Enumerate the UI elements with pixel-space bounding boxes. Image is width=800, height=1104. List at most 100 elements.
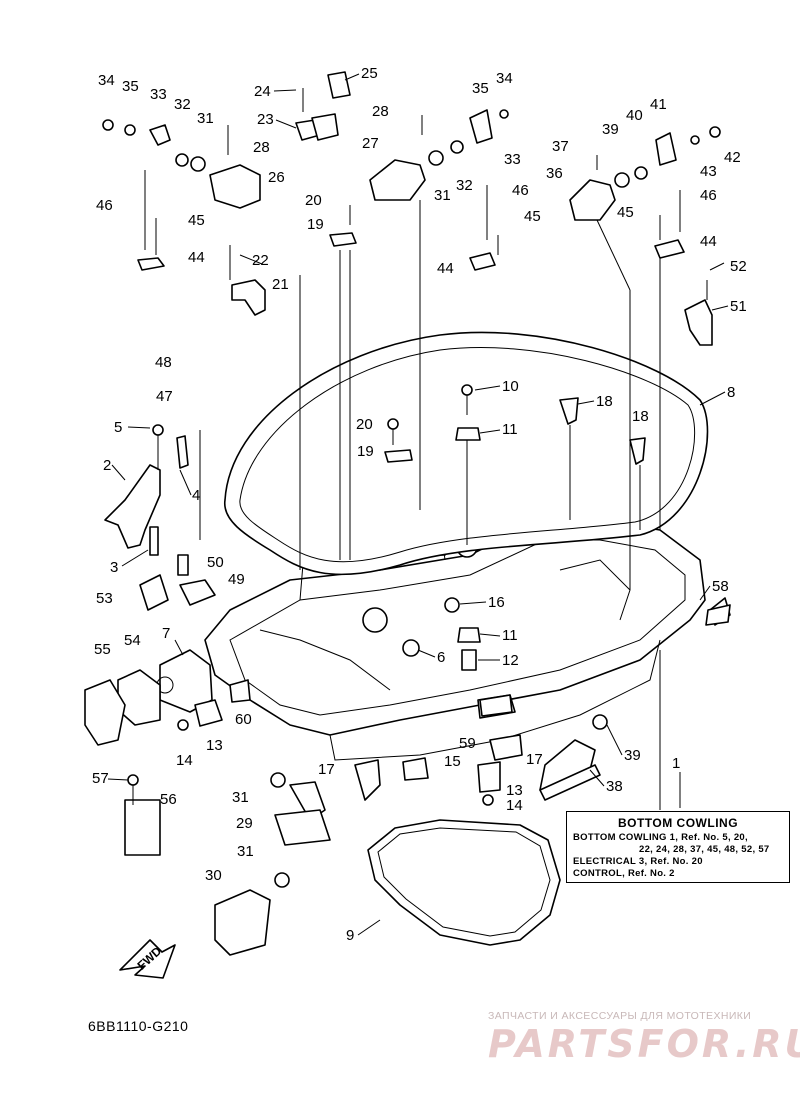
callout-5: 5 bbox=[114, 419, 122, 436]
legend-line-2: 22, 24, 28, 37, 45, 48, 52, 57 bbox=[639, 844, 770, 855]
center-parts bbox=[384, 384, 481, 671]
callout-50: 50 bbox=[207, 554, 224, 571]
callout-46: 46 bbox=[96, 197, 113, 214]
callout-17b: 17 bbox=[526, 751, 543, 768]
legend-title: BOTTOM COWLING bbox=[617, 816, 739, 830]
callout-14b: 14 bbox=[506, 797, 523, 814]
callout-26: 26 bbox=[268, 169, 285, 186]
callout-44: 44 bbox=[188, 249, 205, 266]
legend-box: BOTTOM COWLING BOTTOM COWLING 1, Ref. No… bbox=[566, 811, 790, 883]
callout-31d: 31 bbox=[237, 843, 254, 860]
callout-11: 11 bbox=[502, 421, 518, 438]
callout-41: 41 bbox=[650, 96, 667, 113]
callout-49: 49 bbox=[228, 571, 245, 588]
callout-53: 53 bbox=[96, 590, 113, 607]
callout-8: 8 bbox=[727, 384, 735, 401]
guide-lines bbox=[199, 200, 661, 810]
callout-52: 52 bbox=[730, 258, 747, 275]
callout-19: 19 bbox=[307, 216, 324, 233]
callout-47: 47 bbox=[156, 388, 173, 405]
callout-leaders bbox=[107, 73, 729, 936]
callout-55: 55 bbox=[94, 641, 111, 658]
callout-7: 7 bbox=[162, 625, 170, 642]
callout-54: 54 bbox=[124, 632, 141, 649]
callout-45: 45 bbox=[188, 212, 205, 229]
callout-6: 6 bbox=[437, 649, 445, 666]
callout-27: 27 bbox=[362, 135, 379, 152]
callout-12: 12 bbox=[502, 652, 519, 669]
callout-51: 51 bbox=[730, 298, 747, 315]
lower-seal-ring bbox=[367, 819, 561, 946]
callout-11b: 11 bbox=[502, 627, 518, 644]
callout-labels: 1 2 3 4 5 6 7 8 9 10 11 11 12 13 13 14 1… bbox=[92, 65, 747, 944]
callout-43: 43 bbox=[700, 163, 717, 180]
callout-48: 48 bbox=[155, 354, 172, 371]
upper-seal-ring bbox=[224, 331, 709, 576]
callout-31c: 31 bbox=[232, 789, 249, 806]
callout-19b: 19 bbox=[357, 443, 374, 460]
callout-40: 40 bbox=[626, 107, 643, 124]
callout-33: 33 bbox=[150, 86, 167, 103]
callout-28: 28 bbox=[253, 139, 270, 156]
callout-16: 16 bbox=[488, 594, 505, 611]
callout-44b: 44 bbox=[437, 260, 454, 277]
callout-42: 42 bbox=[724, 149, 741, 166]
callout-59: 59 bbox=[459, 735, 476, 752]
top-left-parts bbox=[102, 119, 266, 316]
callout-20: 20 bbox=[305, 192, 322, 209]
callout-13b: 13 bbox=[506, 782, 523, 799]
callout-21: 21 bbox=[272, 276, 289, 293]
top-right-parts bbox=[559, 126, 731, 626]
callout-34: 34 bbox=[98, 72, 115, 89]
callout-9: 9 bbox=[346, 927, 354, 944]
callout-45b: 45 bbox=[524, 208, 541, 225]
callout-3: 3 bbox=[110, 559, 118, 576]
callout-36: 36 bbox=[546, 165, 563, 182]
callout-15: 15 bbox=[444, 753, 461, 770]
callout-38: 38 bbox=[606, 778, 623, 795]
watermark-tagline: ЗАПЧАСТИ И АКСЕССУАРЫ ДЛЯ МОТОТЕХНИКИ bbox=[488, 1010, 752, 1022]
callout-35b: 35 bbox=[472, 80, 489, 97]
callout-34b: 34 bbox=[496, 70, 513, 87]
callout-56: 56 bbox=[160, 791, 177, 808]
lower-left-parts bbox=[84, 554, 251, 746]
diagram-code: 6BB1110-G210 bbox=[88, 1018, 189, 1034]
callout-20b: 20 bbox=[356, 416, 373, 433]
callout-45c: 45 bbox=[617, 204, 634, 221]
callout-33b: 33 bbox=[504, 151, 521, 168]
top-center-parts bbox=[295, 71, 509, 271]
callout-39: 39 bbox=[624, 747, 641, 764]
callout-14: 14 bbox=[176, 752, 193, 769]
callout-18: 18 bbox=[596, 393, 613, 410]
callout-28b: 28 bbox=[372, 103, 389, 120]
callout-2: 2 bbox=[103, 457, 111, 474]
callout-25: 25 bbox=[361, 65, 378, 82]
watermark-site: PARTSFOR.RU bbox=[488, 1022, 800, 1066]
callout-13: 13 bbox=[206, 737, 223, 754]
callout-4: 4 bbox=[192, 487, 200, 504]
legend-line-3: ELECTRICAL 3, Ref. No. 20 bbox=[573, 856, 703, 867]
callout-10: 10 bbox=[502, 378, 519, 395]
callout-39b: 39 bbox=[602, 121, 619, 138]
callout-46c: 46 bbox=[700, 187, 717, 204]
callout-32: 32 bbox=[174, 96, 191, 113]
callout-35: 35 bbox=[122, 78, 139, 95]
callout-29: 29 bbox=[236, 815, 253, 832]
callout-31b: 31 bbox=[434, 187, 451, 204]
left-bracket-parts bbox=[104, 424, 189, 556]
callout-60: 60 bbox=[235, 711, 252, 728]
callout-57: 57 bbox=[92, 770, 109, 787]
callout-32b: 32 bbox=[456, 177, 473, 194]
callout-44c: 44 bbox=[700, 233, 717, 250]
callout-22: 22 bbox=[252, 252, 269, 269]
callout-31: 31 bbox=[197, 110, 214, 127]
callout-1: 1 bbox=[672, 755, 680, 772]
callout-46b: 46 bbox=[512, 182, 529, 199]
callout-58: 58 bbox=[712, 578, 729, 595]
fwd-arrow: FWD bbox=[119, 939, 176, 979]
callout-18b: 18 bbox=[632, 408, 649, 425]
label-plates bbox=[479, 604, 731, 717]
callout-17: 17 bbox=[318, 761, 335, 778]
lower-left-separate bbox=[124, 772, 331, 956]
callout-23: 23 bbox=[257, 111, 274, 128]
